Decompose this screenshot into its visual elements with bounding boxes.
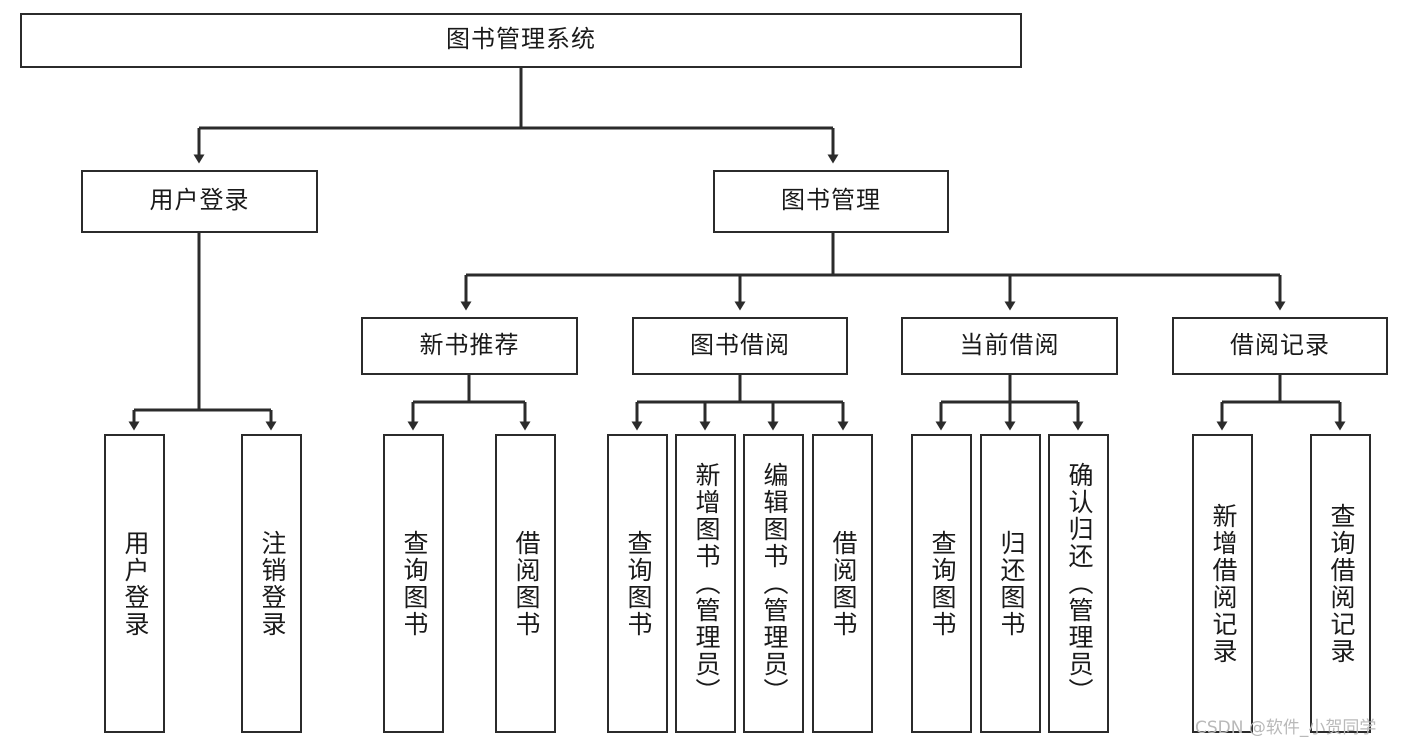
node-new-book-recommend[interactable]: 新书推荐 xyxy=(361,317,578,375)
node-book-borrow[interactable]: 图书借阅 xyxy=(632,317,848,375)
leaf-borrow-add-book-admin-label: 新增图书（管理员） xyxy=(692,462,720,705)
leaf-borrow-add-book-admin[interactable]: 新增图书（管理员） xyxy=(675,434,736,733)
leaf-user-login-signin-label: 用户登录 xyxy=(121,529,149,638)
leaf-current-return-book-label: 归还图书 xyxy=(997,529,1025,638)
node-root[interactable]: 图书管理系统 xyxy=(20,13,1022,68)
node-user-login[interactable]: 用户登录 xyxy=(81,170,318,233)
leaf-current-confirm-return-admin-label: 确认归还（管理员） xyxy=(1065,462,1093,705)
node-borrow-records-label: 借阅记录 xyxy=(1230,331,1330,359)
node-current-borrow[interactable]: 当前借阅 xyxy=(901,317,1118,375)
leaf-records-add-record-label: 新增借阅记录 xyxy=(1209,502,1237,665)
leaf-user-login-signin[interactable]: 用户登录 xyxy=(104,434,165,733)
leaf-new-books-borrow-label: 借阅图书 xyxy=(512,529,540,638)
node-new-book-recommend-label: 新书推荐 xyxy=(419,331,520,359)
leaf-current-confirm-return-admin[interactable]: 确认归还（管理员） xyxy=(1048,434,1109,733)
leaf-user-login-signout[interactable]: 注销登录 xyxy=(241,434,302,733)
node-user-login-label: 用户登录 xyxy=(149,187,250,215)
csdn-watermark: CSDN @软件_小贺同学 xyxy=(1195,718,1377,738)
node-root-label: 图书管理系统 xyxy=(446,26,596,54)
leaf-current-query-books-label: 查询图书 xyxy=(928,529,956,638)
leaf-borrow-query-books[interactable]: 查询图书 xyxy=(607,434,668,733)
leaf-borrow-query-books-label: 查询图书 xyxy=(624,529,652,638)
node-book-management[interactable]: 图书管理 xyxy=(713,170,949,233)
leaf-current-return-book[interactable]: 归还图书 xyxy=(980,434,1041,733)
node-borrow-records[interactable]: 借阅记录 xyxy=(1172,317,1388,375)
leaf-current-query-books[interactable]: 查询图书 xyxy=(911,434,972,733)
leaf-borrow-borrow-book[interactable]: 借阅图书 xyxy=(812,434,873,733)
leaf-borrow-borrow-book-label: 借阅图书 xyxy=(829,529,857,638)
leaf-borrow-edit-book-admin[interactable]: 编辑图书（管理员） xyxy=(743,434,804,733)
leaf-borrow-edit-book-admin-label: 编辑图书（管理员） xyxy=(760,462,788,705)
node-current-borrow-label: 当前借阅 xyxy=(959,331,1060,359)
leaf-new-books-query-label: 查询图书 xyxy=(400,529,428,638)
leaf-user-login-signout-label: 注销登录 xyxy=(258,529,286,638)
node-book-borrow-label: 图书借阅 xyxy=(690,331,790,359)
leaf-records-add-record[interactable]: 新增借阅记录 xyxy=(1192,434,1253,733)
leaf-records-query-record-label: 查询借阅记录 xyxy=(1327,502,1355,665)
leaf-records-query-record[interactable]: 查询借阅记录 xyxy=(1310,434,1371,733)
leaf-new-books-query[interactable]: 查询图书 xyxy=(383,434,444,733)
node-book-management-label: 图书管理 xyxy=(781,187,881,215)
leaf-new-books-borrow[interactable]: 借阅图书 xyxy=(495,434,556,733)
